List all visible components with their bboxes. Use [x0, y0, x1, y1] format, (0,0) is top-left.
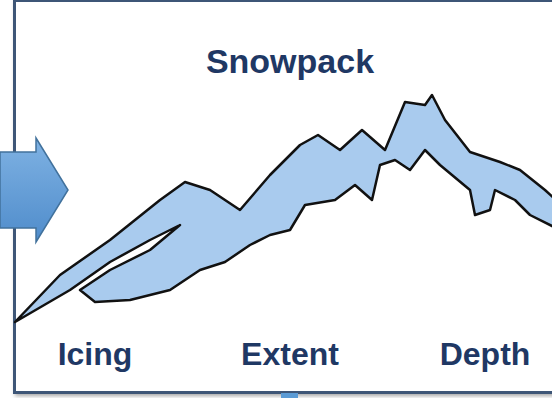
snowpack-box: SnowpackIcing Extent Depth [13, 0, 552, 394]
part-label: Extent [241, 337, 339, 372]
title-text: Snowpack [206, 43, 374, 80]
part-label: Depth [440, 337, 531, 372]
part-label: Icing [58, 337, 133, 372]
